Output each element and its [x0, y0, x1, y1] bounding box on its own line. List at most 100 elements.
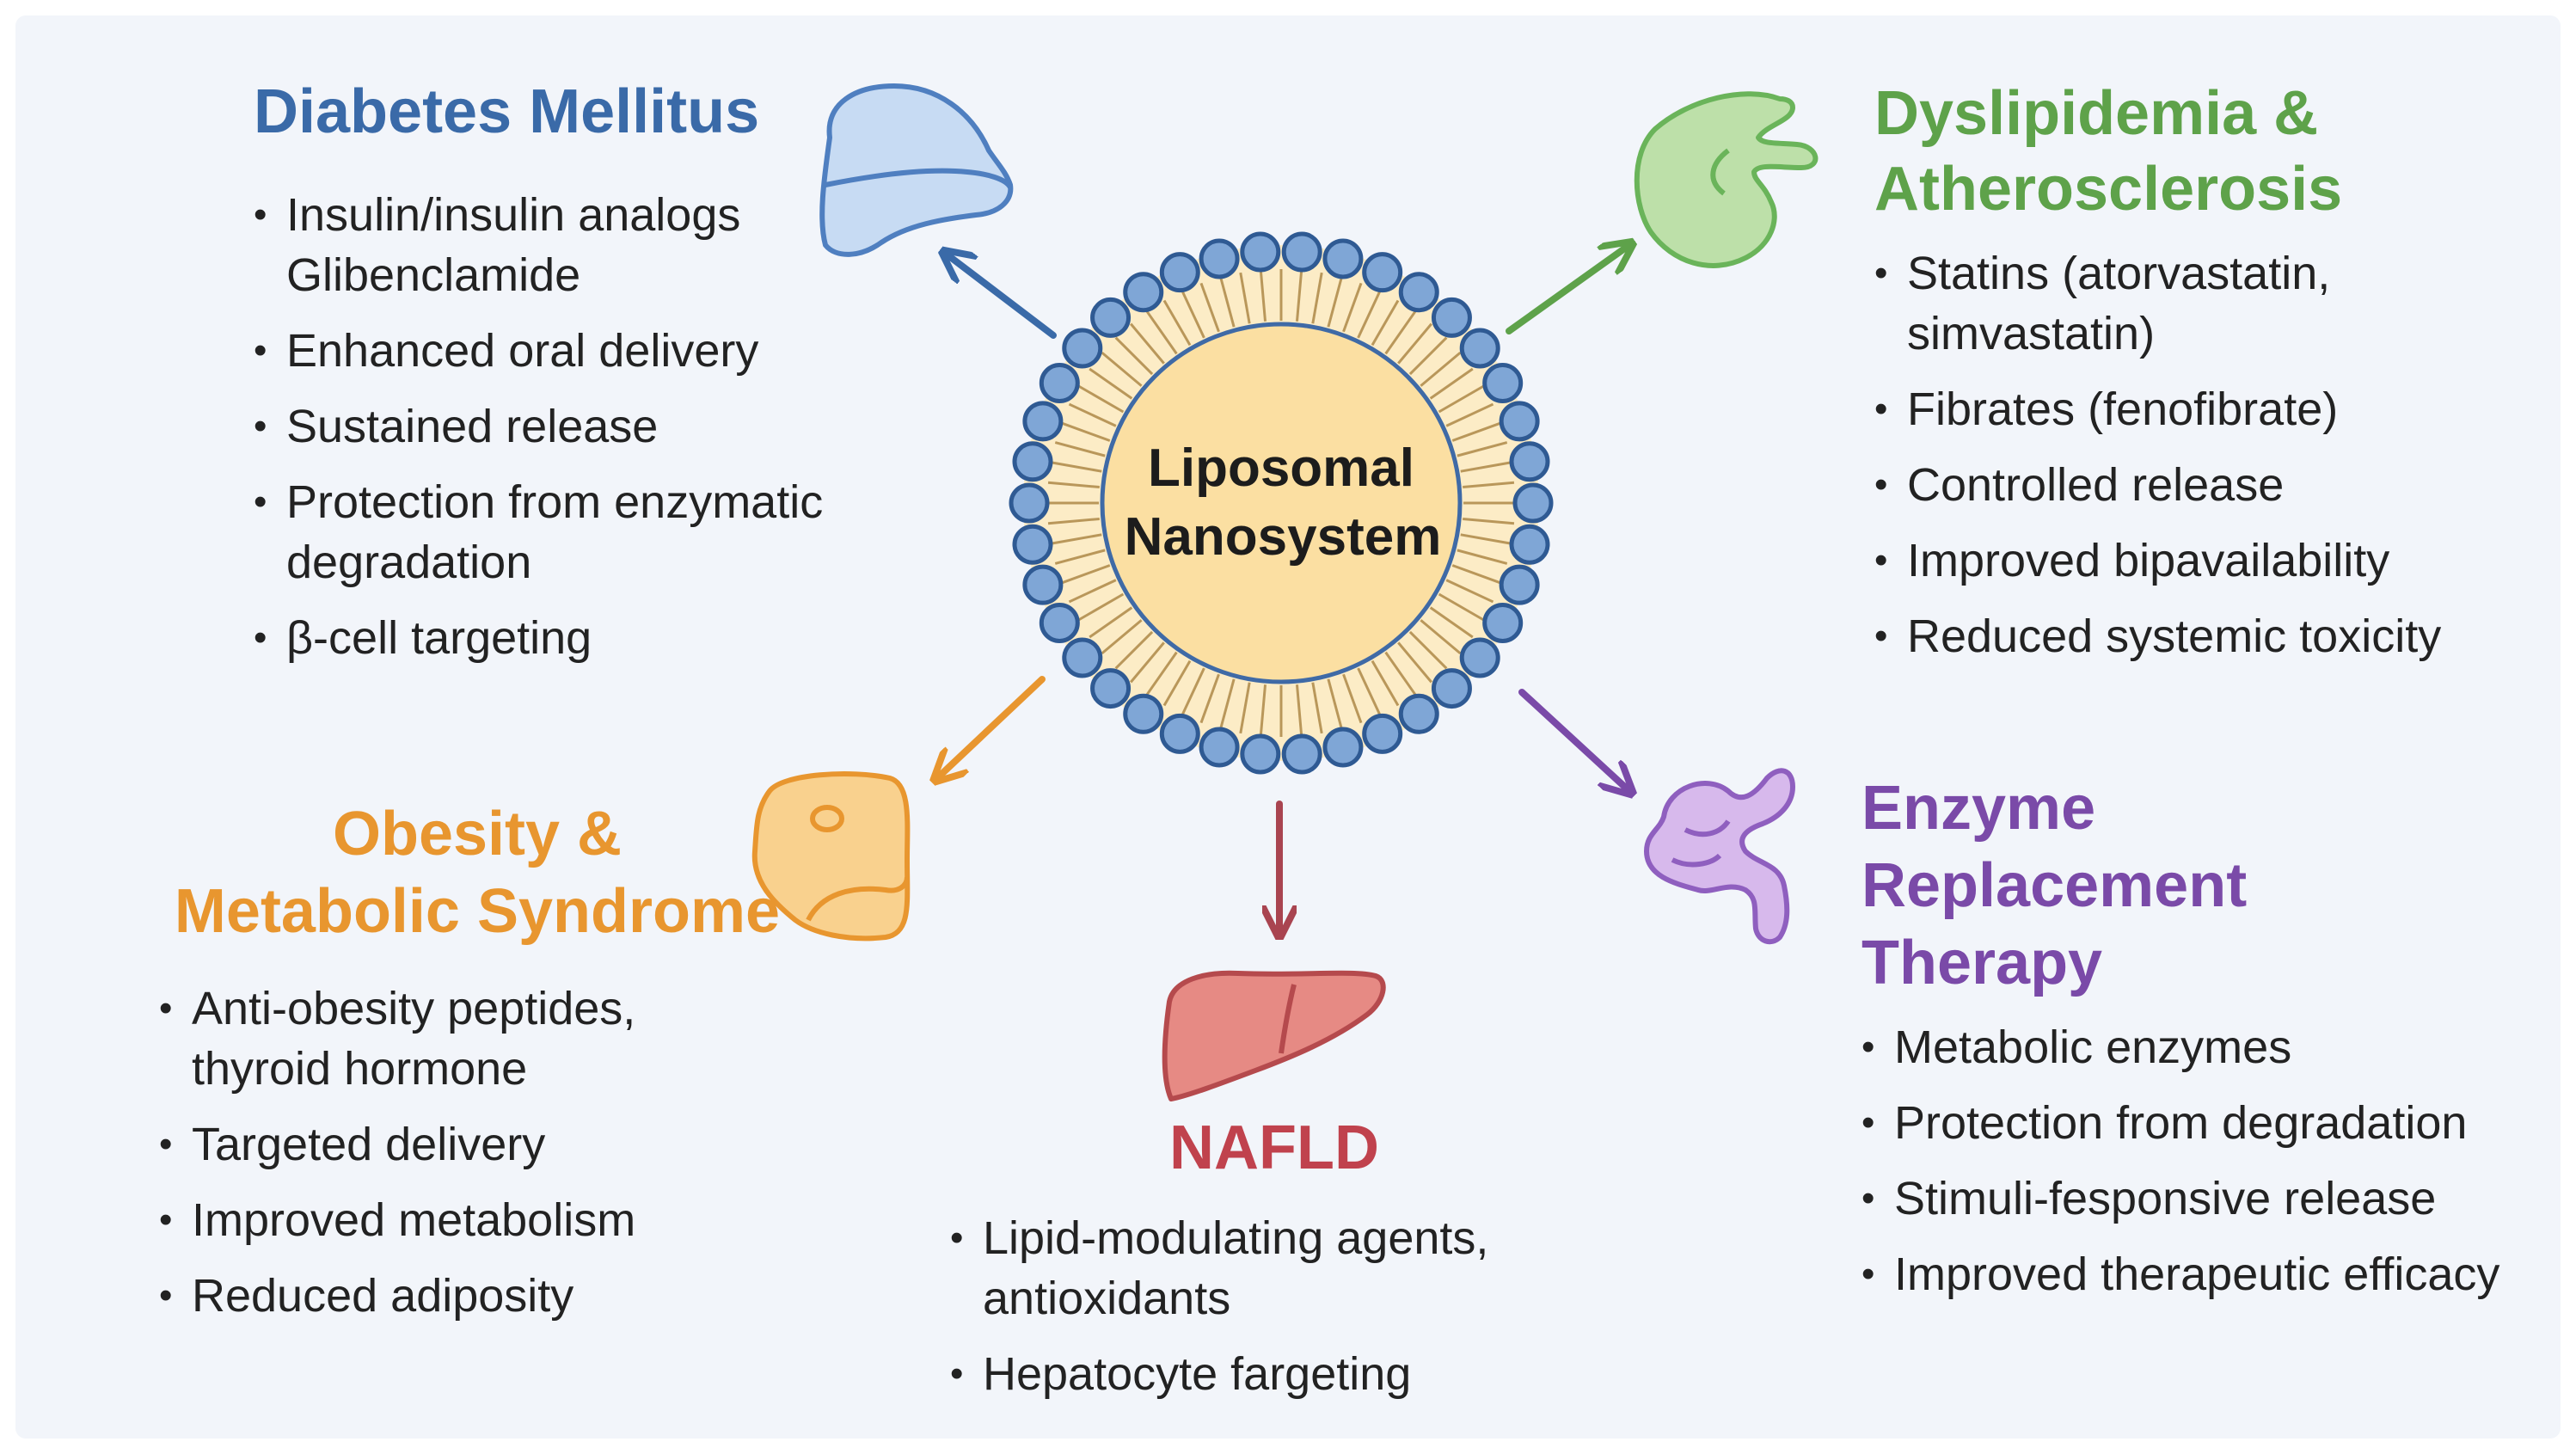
- lipid-tail: [1445, 579, 1494, 604]
- lipid-tail: [1371, 299, 1400, 347]
- lipid-head: [1322, 238, 1364, 279]
- dyslipidemia-list-item: Reduced systemic toxicity: [1874, 606, 2545, 666]
- lipid-tail: [1445, 402, 1494, 427]
- lipid-tail: [1457, 549, 1508, 565]
- lipid-tail: [1420, 352, 1462, 387]
- lipid-tail: [1463, 517, 1515, 525]
- lipid-tail: [1219, 276, 1236, 328]
- lipid-head: [1159, 713, 1200, 754]
- enzyme-list-item: Improved therapeutic efficacy: [1861, 1244, 2549, 1304]
- lipid-tail: [1101, 352, 1143, 387]
- lipid-head: [1039, 602, 1080, 643]
- lipid-head: [1240, 733, 1281, 775]
- lipid-tail: [1145, 651, 1178, 696]
- lipid-tail: [1397, 641, 1432, 684]
- lipid-tail: [1311, 272, 1323, 324]
- lipid-tail: [1114, 630, 1154, 670]
- lipid-head: [1123, 272, 1164, 313]
- lipid-tail: [1089, 367, 1133, 400]
- lipid-tail: [1114, 336, 1154, 376]
- lipid-tail: [1047, 481, 1100, 489]
- lipid-tail: [1054, 549, 1106, 565]
- nafld-list-item: Lipid-modulating agents, antioxidants: [950, 1208, 1621, 1328]
- lipid-tail: [1408, 336, 1448, 376]
- lipid-tail: [1460, 533, 1512, 545]
- lipid-tail: [1384, 310, 1417, 355]
- lipid-tail: [1357, 667, 1382, 716]
- lipid-tail: [1181, 290, 1205, 339]
- lipid-tail: [1145, 310, 1178, 355]
- enzyme-title: Enzyme Replacement Therapy: [1861, 774, 2248, 997]
- lipid-head: [1062, 328, 1103, 369]
- lipid-tail: [1239, 272, 1251, 324]
- lipid-tail: [1060, 421, 1111, 442]
- lipid-head: [1090, 297, 1132, 338]
- lipid-tail: [1451, 421, 1502, 442]
- lipid-tail: [1460, 461, 1512, 473]
- obesity-list-item: Targeted delivery: [159, 1114, 830, 1175]
- lipid-head: [1159, 252, 1200, 293]
- lipid-tail: [1429, 367, 1474, 400]
- lipid-tail: [1311, 682, 1323, 734]
- lipid-tail: [1463, 481, 1515, 489]
- lipid-head: [1459, 328, 1500, 369]
- lipid-tail: [1371, 660, 1400, 707]
- lipid-head: [1322, 727, 1364, 768]
- liposome-label-line2: Nanosystem: [1125, 507, 1442, 567]
- lipid-tail: [1342, 673, 1363, 724]
- obesity-list-item: Improved metabolism: [159, 1190, 830, 1250]
- dyslipidemia-list: Statins (atorvastatin, simvastatin)Fibra…: [1874, 243, 2545, 682]
- lipid-tail: [1077, 384, 1125, 414]
- obesity-list: Anti-obesity peptides, thyroid hormoneTa…: [159, 979, 830, 1341]
- liver-icon: [1162, 970, 1386, 1101]
- dyslipidemia-list-item: Statins (atorvastatin, simvastatin): [1874, 243, 2545, 364]
- lipid-tail: [1384, 651, 1417, 696]
- diabetes-list-item: Protection from enzymatic degradation: [254, 472, 924, 592]
- liposome-icon: [1009, 231, 1554, 775]
- arrow-to-diabetes: [946, 254, 1057, 339]
- lipid-tail: [1327, 678, 1343, 730]
- lipid-head: [1499, 401, 1540, 442]
- lipid-tail: [1457, 441, 1508, 457]
- nafld-list-item: Hepatocyte fargeting: [950, 1344, 1621, 1404]
- enzyme-list-item: Metabolic enzymes: [1861, 1017, 2549, 1077]
- lipid-head: [1459, 637, 1500, 678]
- lipid-head: [1062, 637, 1103, 678]
- lipid-head: [1512, 482, 1554, 524]
- lipid-tail: [1162, 299, 1192, 347]
- arrow-to-enzyme: [1518, 689, 1629, 791]
- lipid-tail: [1068, 579, 1117, 604]
- lipid-head: [1039, 363, 1080, 404]
- lipid-tail: [1438, 592, 1485, 622]
- stomach-icon: [1634, 91, 1819, 268]
- diabetes-title: Diabetes Mellitus: [254, 77, 760, 146]
- lipid-tail: [1199, 673, 1220, 724]
- lipid-tail: [1357, 290, 1382, 339]
- lipid-head: [1431, 297, 1472, 338]
- lipid-tail: [1130, 322, 1165, 365]
- dyslipidemia-title: Dyslipidemia & Atherosclerosis: [1874, 79, 2343, 224]
- lipid-head: [1499, 564, 1540, 605]
- lipid-tail: [1451, 564, 1502, 585]
- lipid-tail: [1047, 517, 1100, 525]
- dyslipidemia-list-item: Improved bipavailability: [1874, 531, 2545, 591]
- lipid-tail: [1420, 619, 1462, 654]
- lipid-head: [1398, 693, 1439, 734]
- arrow-to-dyslipidemia: [1506, 245, 1629, 334]
- intestine-icon: [1644, 768, 1795, 945]
- lipid-tail: [1077, 592, 1125, 622]
- lipid-tail: [1060, 564, 1111, 585]
- lipid-tail: [1101, 619, 1143, 654]
- lipid-tail: [1130, 641, 1165, 684]
- lipid-head: [1012, 524, 1053, 565]
- lipid-tail: [1438, 384, 1485, 414]
- arrow-to-obesity: [937, 676, 1046, 778]
- lipid-tail: [1050, 533, 1102, 545]
- obesity-list-item: Reduced adiposity: [159, 1266, 830, 1326]
- lipid-tail: [1050, 461, 1102, 473]
- lipid-head: [1123, 693, 1164, 734]
- lipid-head: [1281, 733, 1322, 775]
- diabetes-list-item: Sustained release: [254, 396, 924, 457]
- enzyme-list-item: Protection from degradation: [1861, 1093, 2549, 1153]
- lipid-head: [1362, 713, 1403, 754]
